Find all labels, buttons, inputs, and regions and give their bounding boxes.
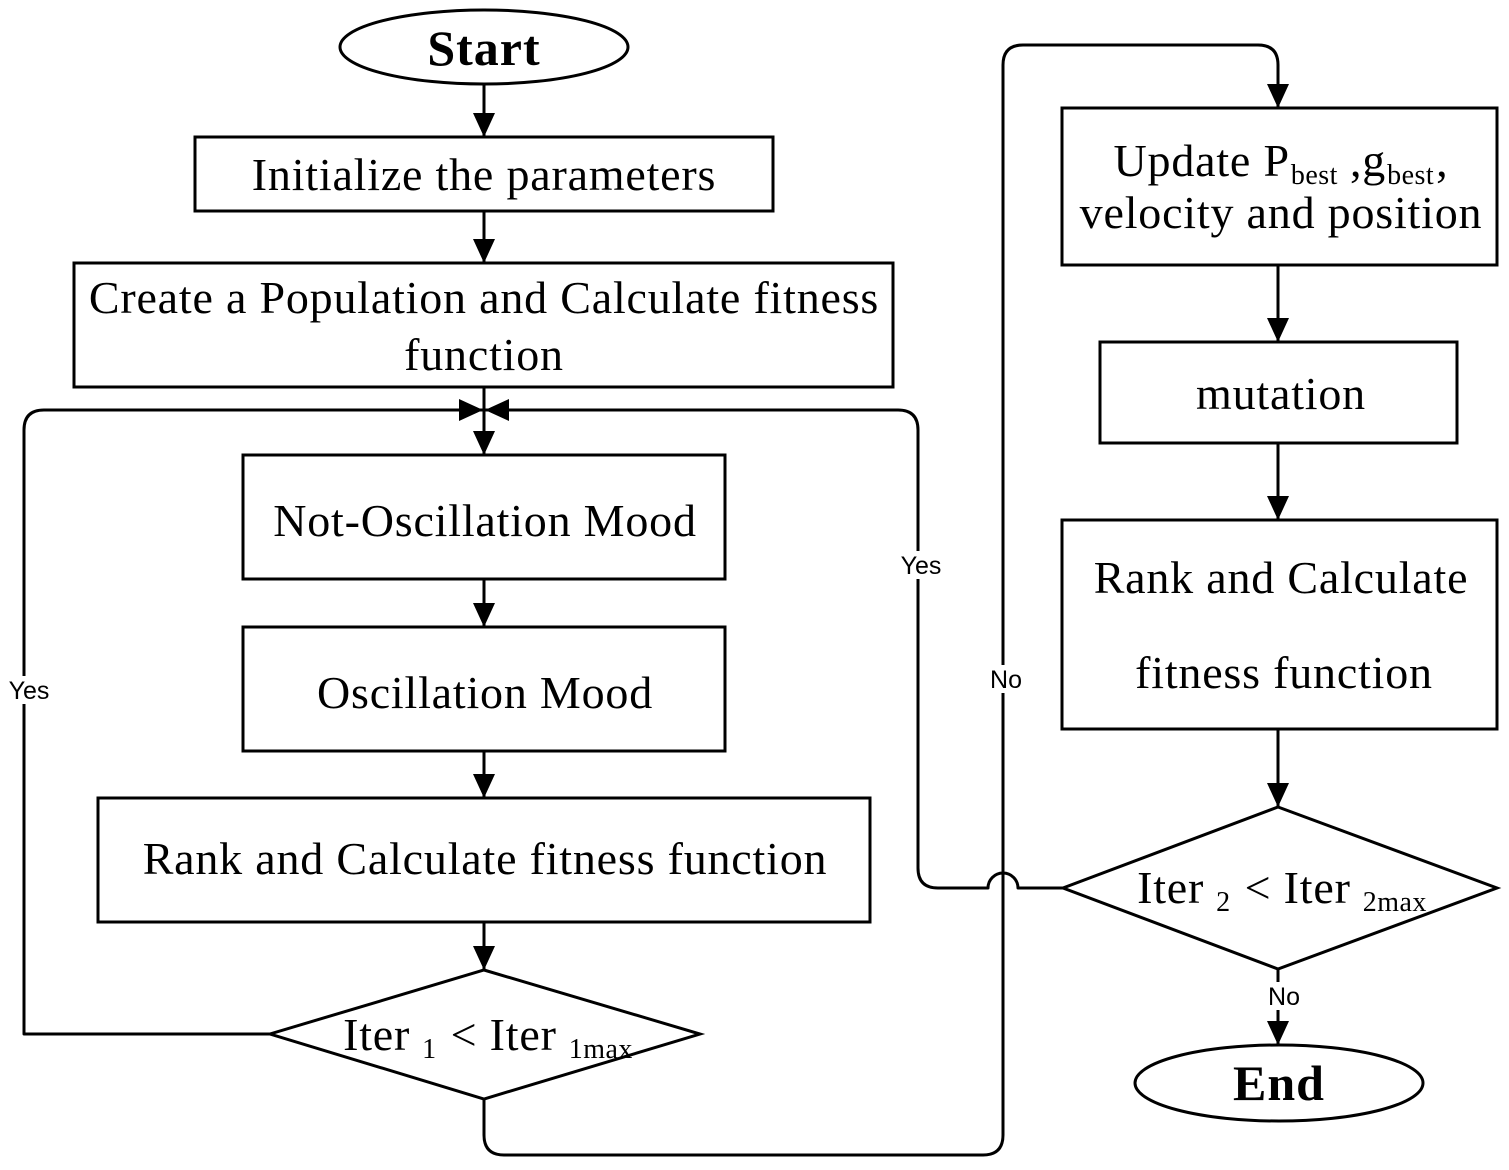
update-label-text-a: Update P — [1114, 135, 1290, 186]
iteration-1-decision-group: Iter 1 < Iter 1max — [264, 968, 706, 1101]
decision-1-no-connector — [482, 43, 1289, 1157]
rank-calculate-fitness-label-right-line-1: Rank and Calculate — [1094, 552, 1469, 603]
update-label-line-1: Update Pbest,gbest, — [1114, 135, 1449, 191]
iteration-1-condition: Iter 1 < Iter 1max — [343, 1009, 633, 1065]
edge-label-background — [1266, 982, 1302, 1010]
edge-labels: Yes Yes No No — [5, 551, 1302, 1011]
end-terminal-group: End — [1133, 1043, 1425, 1123]
oscillation-mood-label: Oscillation Mood — [317, 667, 653, 718]
edge-label-background — [897, 551, 945, 579]
update-pbest-gbest-box — [1060, 106, 1499, 267]
not-oscillation-mood-group: Not-Oscillation Mood — [241, 453, 727, 581]
rank-calculate-fitness-box-right — [1060, 518, 1499, 731]
update-label-text-c: , — [1436, 135, 1448, 186]
condition-1-rhs-subscript: 1max — [569, 1034, 633, 1065]
not-oscillation-mood-box — [241, 453, 727, 581]
condition-2-operator-rhs: < Iter — [1245, 862, 1351, 913]
condition-2-rhs-subscript: 2max — [1363, 887, 1427, 918]
rank-calculate-fitness-label-right-line-2: fitness function — [1135, 647, 1433, 698]
update-label-line-2: velocity and position — [1080, 187, 1483, 238]
start-terminal-group: Start — [338, 8, 630, 86]
update-label-text-b: ,g — [1350, 135, 1386, 186]
edge-label-decision-1-no: No — [990, 666, 1022, 694]
edge-label-background — [5, 676, 53, 704]
create-population-label-line-1: Create a Population and Calculate fitnes… — [89, 272, 879, 323]
mutation-label: mutation — [1196, 368, 1366, 419]
start-label: Start — [427, 20, 540, 76]
pbest-subscript: best — [1291, 160, 1338, 191]
condition-1-operator-rhs: < Iter — [451, 1009, 557, 1060]
rank-calculate-fitness-right-group: Rank and Calculate fitness function — [1060, 518, 1499, 731]
create-population-box — [72, 261, 895, 389]
end-label: End — [1233, 1055, 1325, 1111]
edge-label-decision-2-no: No — [1268, 983, 1300, 1011]
mutation-box — [1098, 340, 1459, 445]
condition-2-lhs: Iter — [1137, 862, 1204, 913]
iteration-1-decision — [264, 968, 706, 1101]
not-oscillation-mood-label: Not-Oscillation Mood — [273, 495, 697, 546]
edge-label-loop-1-yes: Yes — [9, 677, 50, 705]
rank-calculate-fitness-box-left — [96, 796, 872, 924]
end-terminal — [1133, 1043, 1425, 1123]
initialize-parameters-box — [193, 135, 775, 213]
gbest-subscript: best — [1387, 160, 1434, 191]
start-terminal — [338, 8, 630, 86]
loop-2-yes-connector — [485, 399, 1063, 890]
create-population-group: Create a Population and Calculate fitnes… — [72, 261, 895, 389]
oscillation-mood-box — [241, 625, 727, 753]
create-population-label-line-2: function — [404, 329, 564, 380]
oscillation-mood-group: Oscillation Mood — [241, 625, 727, 753]
rank-calculate-fitness-label-left: Rank and Calculate fitness function — [143, 833, 828, 884]
mutation-group: mutation — [1098, 340, 1459, 445]
initialize-parameters-group: Initialize the parameters — [193, 135, 775, 213]
initialize-parameters-label: Initialize the parameters — [252, 149, 716, 200]
iteration-2-decision — [1058, 805, 1502, 971]
loop-1-yes-connector — [22, 399, 483, 1036]
iteration-2-condition: Iter 2 < Iter 2max — [1137, 862, 1427, 918]
condition-1-lhs: Iter — [343, 1009, 410, 1060]
iteration-2-decision-group: Iter 2 < Iter 2max — [1058, 805, 1502, 971]
edge-label-background — [988, 665, 1024, 693]
condition-2-lhs-subscript: 2 — [1216, 887, 1231, 918]
rank-calculate-fitness-left-group: Rank and Calculate fitness function — [96, 796, 872, 924]
condition-1-lhs-subscript: 1 — [422, 1034, 437, 1065]
edge-label-loop-2-yes: Yes — [901, 552, 942, 580]
update-pbest-gbest-group: Update Pbest,gbest, velocity and positio… — [1060, 106, 1499, 267]
